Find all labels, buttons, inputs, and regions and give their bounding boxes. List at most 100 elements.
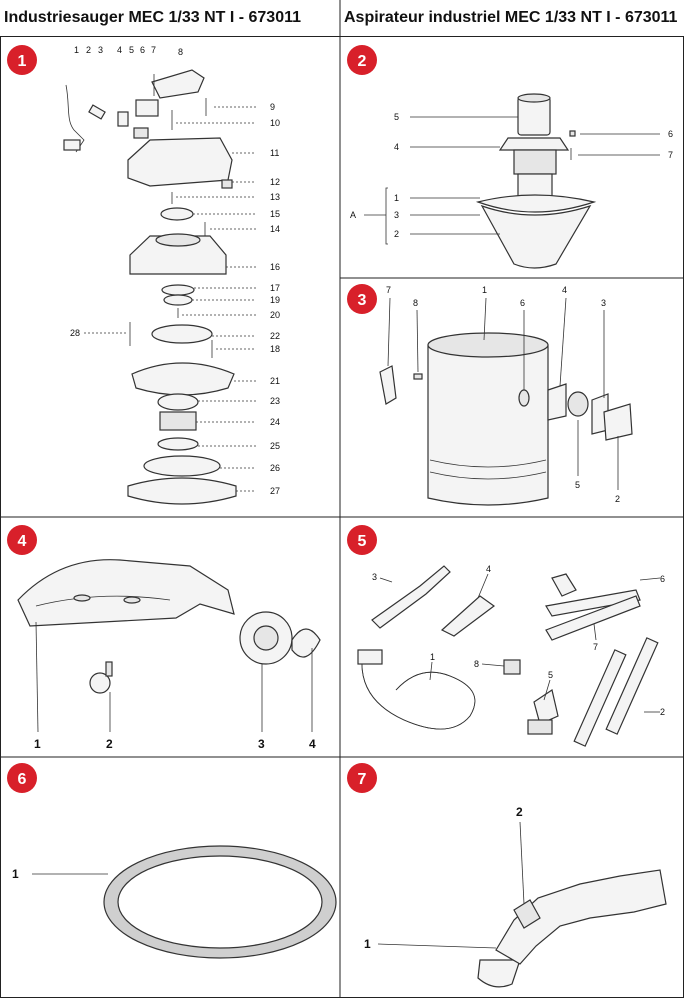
part-label: 20 (270, 310, 280, 320)
tube-part (605, 637, 659, 735)
float-part (157, 437, 199, 451)
part-label: 10 (270, 118, 280, 128)
part-label: 6 (660, 574, 665, 584)
chassis-part (17, 559, 235, 627)
part-label: 3 (98, 45, 103, 55)
part-label: 21 (270, 376, 280, 386)
badge-panel-5: 5 (347, 525, 377, 555)
connector-part (133, 127, 149, 139)
part-label: 9 (270, 102, 275, 112)
hose-cuff-part (357, 649, 383, 665)
part-label: 3 (258, 737, 265, 751)
base-ring-part (127, 477, 237, 505)
filter-disc-part (160, 207, 194, 221)
inlet-hole (518, 389, 530, 407)
part-label: 4 (562, 285, 567, 295)
ring-part (161, 284, 195, 296)
part-label: 24 (270, 417, 280, 427)
badge-panel-1: 1 (7, 45, 37, 75)
part-label: 8 (474, 659, 479, 669)
funnel-part (480, 204, 592, 269)
part-label: 1 (12, 867, 19, 881)
panel-1-exploded-view: 1 2 3 4 5 6 7 8 9 10 11 12 13 15 14 16 1… (63, 45, 280, 505)
part-label: 2 (516, 805, 523, 819)
part-label: 12 (270, 177, 280, 187)
part-label: 4 (117, 45, 122, 55)
part-label: 3 (601, 298, 606, 308)
tube-part (573, 649, 627, 747)
motor-top (155, 233, 201, 247)
floor-nozzle-part (545, 589, 641, 617)
part-label: 3 (372, 572, 377, 582)
panel-3-container-view: 7 8 1 6 4 3 5 2 (379, 285, 633, 506)
part-label: 15 (270, 209, 280, 219)
air-regulator-slider (513, 899, 541, 929)
part-label: 26 (270, 463, 280, 473)
caster-wheel-part (89, 672, 111, 694)
part-label: 2 (660, 707, 665, 717)
badge-label: 6 (18, 771, 27, 788)
latch-spring-part (413, 373, 423, 380)
badge-panel-3: 3 (347, 284, 377, 314)
part-label: 7 (668, 150, 673, 160)
power-cord-part (65, 84, 85, 153)
badge-label: 7 (358, 771, 367, 788)
part-label: 2 (394, 229, 399, 239)
badge-panel-4: 4 (7, 525, 37, 555)
panel-4-chassis-view: 1 2 3 4 (17, 559, 321, 751)
part-label: 8 (413, 298, 418, 308)
part-label: 4 (309, 737, 316, 751)
badge-label: 2 (358, 53, 367, 70)
motor-part (129, 235, 227, 275)
part-label: 1 (482, 285, 487, 295)
part-label: 3 (394, 210, 399, 220)
part-label: 8 (178, 47, 183, 57)
container-rim (427, 332, 549, 358)
part-label: 1 (34, 737, 41, 751)
handle-cuff-part (477, 959, 521, 988)
part-label: 4 (486, 564, 491, 574)
handle-body-part (495, 869, 667, 965)
part-label: 1 (364, 937, 371, 951)
part-label: 11 (270, 148, 279, 158)
motor-cover-part (127, 137, 233, 187)
impeller-part (157, 393, 199, 411)
filter-tube-part (517, 173, 553, 197)
panel-7-handle-view: 2 1 (364, 805, 667, 988)
part-label: 25 (270, 441, 280, 451)
part-label: 19 (270, 295, 280, 305)
seal-part (163, 294, 193, 306)
latch-part (379, 365, 397, 405)
part-label: 28 (70, 328, 80, 338)
part-label: 23 (270, 396, 280, 406)
funnel-top-part (475, 194, 597, 213)
badge-label: 1 (18, 53, 27, 70)
floor-nozzle-insert-part (545, 595, 641, 641)
clip-part (221, 179, 233, 189)
part-label: 1 (430, 652, 435, 662)
part-label: 1 (74, 45, 79, 55)
part-label: 7 (151, 45, 156, 55)
ring-22-part (151, 324, 213, 344)
part-label: 13 (270, 192, 280, 202)
header-title-de: Industriesauger MEC 1/33 NT I - 673011 (4, 9, 302, 26)
part-label: 5 (575, 480, 580, 490)
part-label: 4 (394, 142, 399, 152)
adapter-part (503, 659, 521, 675)
part-label: 2 (106, 737, 113, 751)
float-cage-part (159, 411, 197, 431)
part-label: 5 (394, 112, 399, 122)
small-nut-part (569, 130, 576, 137)
part-label: 2 (615, 494, 620, 504)
part-label: 14 (270, 224, 280, 234)
upholstery-nozzle-part (533, 689, 559, 725)
filter-cap-part (517, 96, 551, 136)
cord-clamp-part (88, 104, 106, 120)
header-title-fr: Aspirateur industriel MEC 1/33 NT I - 67… (344, 9, 678, 26)
panel-2-filter-view: 5 6 4 7 1 A 3 2 (350, 93, 673, 269)
badge-panel-7: 7 (347, 763, 377, 793)
caster-stem (105, 661, 113, 677)
gasket-part (143, 455, 221, 477)
part-label: 6 (520, 298, 525, 308)
part-label: 22 (270, 331, 280, 341)
